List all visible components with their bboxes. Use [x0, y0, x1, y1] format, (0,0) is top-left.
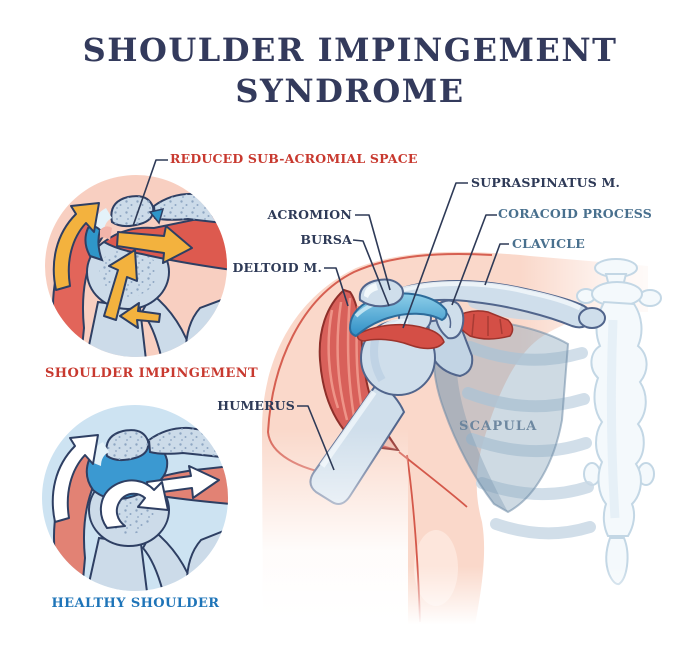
page-title: SHOULDER IMPINGEMENT SYNDROME: [0, 30, 700, 112]
impingement-inset-illustration: [45, 175, 227, 357]
label-bursa: BURSA: [300, 232, 352, 247]
caption-healthy-shoulder: HEALTHY SHOULDER: [51, 596, 220, 611]
page-title-line2: SYNDROME: [235, 72, 465, 110]
healthy-inset-illustration: [42, 405, 228, 591]
label-clavicle: CLAVICLE: [512, 236, 585, 251]
label-acromion: ACROMION: [267, 207, 352, 222]
label-deltoid: DELTOID M.: [232, 260, 322, 275]
label-scapula: SCAPULA: [459, 419, 538, 434]
callout-reduced-subacromial-space: REDUCED SUB-ACROMIAL SPACE: [170, 151, 418, 166]
impingement-arrows: [52, 202, 193, 329]
label-supraspinatus: SUPRASPINATUS M.: [471, 175, 621, 190]
page-title-line1: SHOULDER IMPINGEMENT: [82, 31, 618, 69]
acromion-bone: [358, 278, 404, 308]
healthy-arrows: [51, 434, 220, 529]
spine-bones: [576, 258, 662, 586]
label-humerus: HUMERUS: [217, 398, 295, 413]
callout-lines: [132, 159, 509, 471]
caption-shoulder-impingement: SHOULDER IMPINGEMENT: [45, 366, 259, 381]
main-shoulder-figure: [238, 246, 700, 650]
supraspinatus-muscle: [356, 323, 445, 350]
label-coracoid-process: CORACOID PROCESS: [498, 206, 652, 221]
